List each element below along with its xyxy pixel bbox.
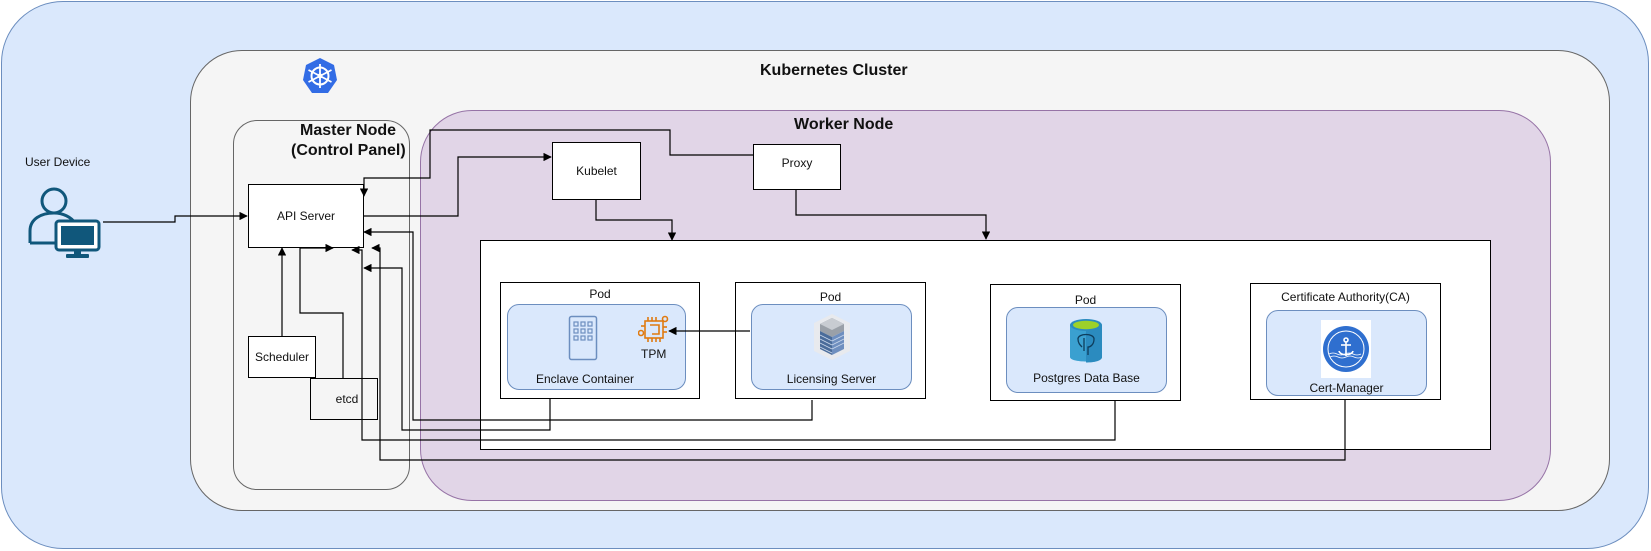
cert-manager-label: Cert-Manager [1309, 381, 1384, 395]
api-server-box[interactable]: API Server [248, 184, 364, 248]
master-node-title-line2: (Control Panel) [291, 142, 406, 159]
licensing-server-label: Licensing Server [786, 372, 877, 386]
postgres-container[interactable]: Postgres Data Base [1006, 307, 1167, 393]
enclave-container-label: Enclave Container [536, 372, 635, 386]
scheduler-label: Scheduler [254, 350, 310, 364]
worker-node-title: Worker Node [794, 116, 894, 133]
enclave-container[interactable]: TPM Enclave Container [507, 304, 686, 390]
cluster-title: Kubernetes Cluster [760, 62, 908, 79]
postgres-label: Postgres Data Base [1033, 371, 1140, 385]
tpm-label: TPM [641, 347, 667, 361]
cert-manager-container[interactable]: Cert-Manager [1266, 310, 1427, 396]
master-node-title-line1: Master Node [300, 122, 397, 139]
api-server-label: API Server [276, 209, 336, 223]
postgres-database-icon [1068, 317, 1104, 365]
server-rack-icon [812, 313, 852, 361]
proxy-label: Proxy [781, 156, 813, 170]
pod-postgres[interactable]: Pod Postgres Data Base [990, 284, 1181, 401]
etcd-box[interactable]: etcd [310, 378, 378, 420]
user-computer-icon[interactable] [27, 183, 103, 259]
chip-icon [637, 315, 670, 345]
proxy-box[interactable]: Proxy [753, 144, 841, 190]
kubelet-box[interactable]: Kubelet [552, 142, 641, 200]
pod-certificate-authority[interactable]: Certificate Authority(CA) Cert-Manager [1250, 283, 1441, 400]
kubernetes-icon [300, 56, 340, 96]
scheduler-box[interactable]: Scheduler [248, 336, 316, 378]
pod-label: Pod [589, 287, 611, 301]
pod-licensing[interactable]: Pod Licensing Server [735, 282, 926, 399]
pod-label: Pod [819, 290, 842, 304]
etcd-label: etcd [335, 392, 359, 406]
cert-manager-icon [1321, 320, 1371, 378]
kubelet-label: Kubelet [576, 164, 617, 178]
user-device-label: User Device [25, 155, 91, 169]
building-icon [568, 315, 598, 361]
ca-label: Certificate Authority(CA) [1281, 290, 1410, 304]
master-node [233, 120, 410, 490]
licensing-server-container[interactable]: Licensing Server [751, 304, 912, 390]
pod-enclave[interactable]: Pod [500, 282, 700, 399]
pod-label: Pod [1074, 293, 1097, 307]
